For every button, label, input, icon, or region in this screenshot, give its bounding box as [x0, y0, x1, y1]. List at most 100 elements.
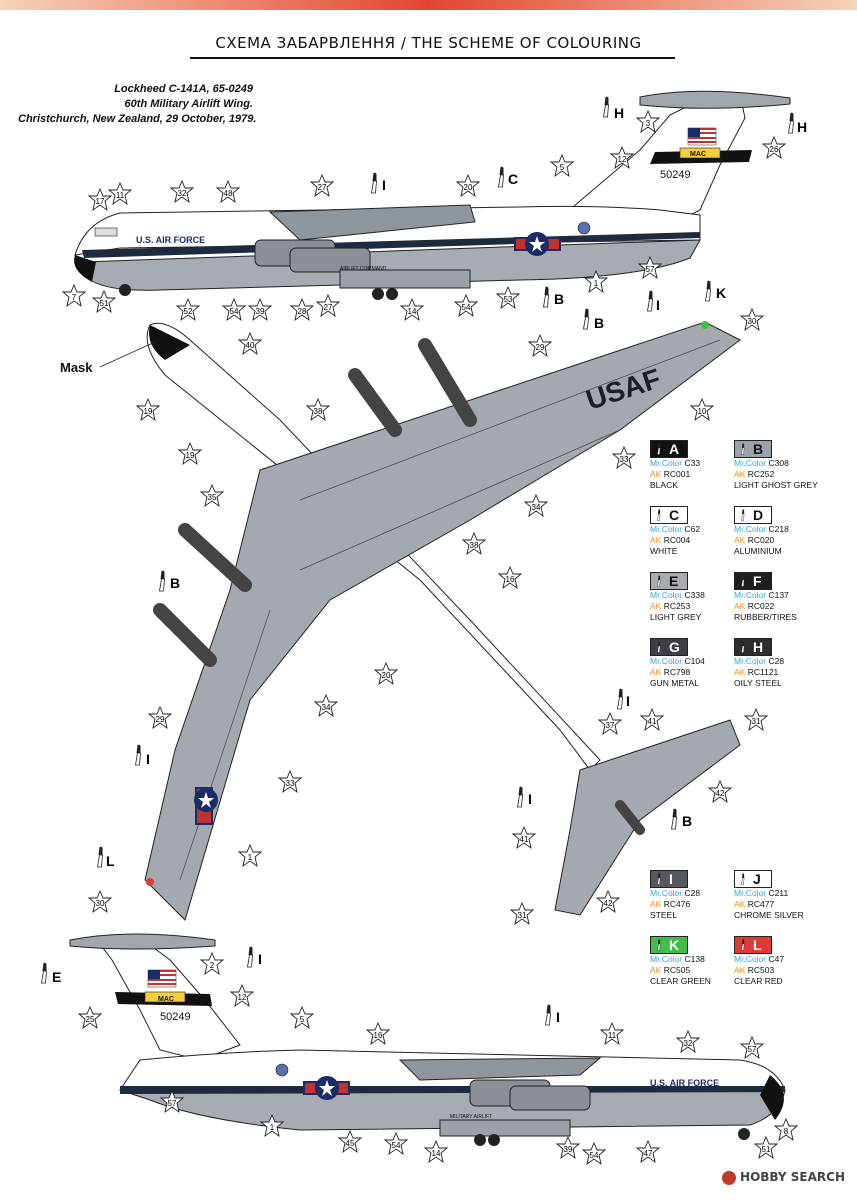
- svg-text:35: 35: [208, 493, 217, 502]
- swatch-mr-code: Mr.Color C104: [650, 656, 705, 666]
- swatch-letter: A: [669, 441, 680, 457]
- svg-text:42: 42: [604, 899, 613, 908]
- swatch-color-name: WHITE: [650, 546, 678, 556]
- svg-text:H: H: [614, 105, 624, 121]
- paint-brush-icon: [657, 939, 661, 951]
- swatch-ak-code: AK RC253: [650, 601, 691, 611]
- svg-text:L: L: [106, 853, 115, 869]
- svg-text:27: 27: [324, 303, 333, 312]
- swatch-mr-code: Mr.Color C211: [734, 888, 789, 898]
- svg-text:12: 12: [238, 993, 247, 1002]
- svg-text:52: 52: [184, 307, 193, 316]
- swatch-letter: I: [669, 871, 673, 887]
- svg-text:45: 45: [346, 1139, 355, 1148]
- svg-text:17: 17: [96, 197, 105, 206]
- callout-markers: 17 11 32 48 27 20 5 12 3 26 7 51 52 54 3…: [62, 110, 798, 1165]
- svg-text:14: 14: [408, 307, 417, 316]
- svg-text:20: 20: [464, 183, 473, 192]
- svg-text:C: C: [508, 171, 518, 187]
- swatch-mr-code: Mr.Color C28: [650, 888, 701, 898]
- plan-view: USAF Mask: [60, 321, 741, 921]
- svg-text:51: 51: [762, 1145, 771, 1154]
- svg-text:57: 57: [748, 1045, 757, 1054]
- swatch-chip: L: [734, 936, 772, 954]
- swatch-chip: C: [650, 506, 688, 524]
- us-air-force-bottom: U.S. AIR FORCE: [650, 1078, 719, 1088]
- svg-text:41: 41: [648, 717, 657, 726]
- svg-text:38: 38: [314, 407, 323, 416]
- swatch-chip: K: [650, 936, 688, 954]
- swatch-letter: J: [753, 871, 761, 887]
- svg-text:53: 53: [504, 295, 513, 304]
- svg-text:1: 1: [270, 1123, 275, 1132]
- swatch-color-name: RUBBER/TIRES: [734, 612, 797, 622]
- svg-text:I: I: [528, 791, 532, 807]
- svg-text:H: H: [797, 119, 807, 135]
- svg-text:11: 11: [608, 1031, 617, 1040]
- title-underline: [190, 57, 675, 59]
- mac-top: MAC: [690, 151, 706, 158]
- svg-text:42: 42: [716, 789, 725, 798]
- swatch-color-name: ALUMINIUM: [734, 546, 782, 556]
- paint-brush-icon: [741, 443, 745, 455]
- aircraft-caption: Lockheed C-141A, 65-0249 60th Military A…: [18, 82, 257, 127]
- swatch-ak-code: AK RC798: [650, 667, 691, 677]
- svg-text:16: 16: [374, 1031, 383, 1040]
- svg-text:39: 39: [564, 1145, 573, 1154]
- svg-text:K: K: [716, 285, 726, 301]
- swatch-color-name: OILY STEEL: [734, 678, 782, 688]
- swatch-color-name: LIGHT GREY: [650, 612, 702, 622]
- swatch-color-name: CLEAR GREEN: [650, 976, 711, 986]
- watermark: HOBBY SEARCH: [722, 1170, 845, 1185]
- svg-text:29: 29: [156, 715, 165, 724]
- paint-brush-icon: [741, 939, 745, 951]
- mac-bottom: MAC: [158, 996, 174, 1003]
- caption-line-3: Christchurch, New Zealand, 29 October, 1…: [18, 113, 257, 125]
- swatch-color-name: CHROME SILVER: [734, 910, 804, 920]
- svg-text:1: 1: [594, 279, 599, 288]
- svg-text:33: 33: [286, 779, 295, 788]
- side-view-bottom: U.S. AIR FORCE MAC 50249 MILITARY AIRLIF…: [69, 933, 786, 1146]
- swatch-ak-code: AK RC004: [650, 535, 691, 545]
- caption-line-2: 60th Military Airlift Wing.: [124, 98, 253, 110]
- svg-text:5: 5: [560, 163, 565, 172]
- svg-text:7: 7: [72, 293, 77, 302]
- svg-text:28: 28: [298, 307, 307, 316]
- paint-brush-markers: H H I C B B I K B I L I B I I E I: [40, 96, 807, 1026]
- svg-text:57: 57: [646, 265, 655, 274]
- svg-text:20: 20: [382, 671, 391, 680]
- svg-text:11: 11: [116, 191, 125, 200]
- swatch-chip: J: [734, 870, 772, 888]
- svg-text:I: I: [146, 751, 150, 767]
- swatch-letter: C: [669, 507, 680, 523]
- svg-text:2: 2: [210, 961, 215, 970]
- svg-text:57: 57: [168, 1099, 177, 1108]
- swatch-chip: A: [650, 440, 688, 458]
- swatch-ak-code: AK RC503: [734, 965, 775, 975]
- swatch-mr-code: Mr.Color C138: [650, 954, 705, 964]
- swatch-chip: G: [650, 638, 688, 656]
- svg-text:34: 34: [532, 503, 541, 512]
- svg-text:I: I: [556, 1009, 560, 1025]
- swatch-chip: F: [734, 572, 772, 590]
- svg-text:12: 12: [618, 155, 627, 164]
- swatch-mr-code: Mr.Color C137: [734, 590, 789, 600]
- svg-text:26: 26: [770, 145, 779, 154]
- swatch-letter: E: [669, 573, 679, 589]
- svg-text:54: 54: [590, 1151, 599, 1160]
- side-view-top: U.S. AIR FORCE MAC 50249 AIRLIFT COMMAND: [74, 90, 791, 300]
- swatch-chip: D: [734, 506, 772, 524]
- swatch-mr-code: Mr.Color C218: [734, 524, 789, 534]
- swatch-letter: B: [753, 441, 764, 457]
- svg-text:I: I: [258, 951, 262, 967]
- svg-text:8: 8: [784, 1127, 789, 1136]
- svg-text:31: 31: [752, 717, 761, 726]
- svg-text:19: 19: [144, 407, 153, 416]
- paint-brush-icon: [657, 443, 661, 455]
- svg-text:41: 41: [520, 835, 529, 844]
